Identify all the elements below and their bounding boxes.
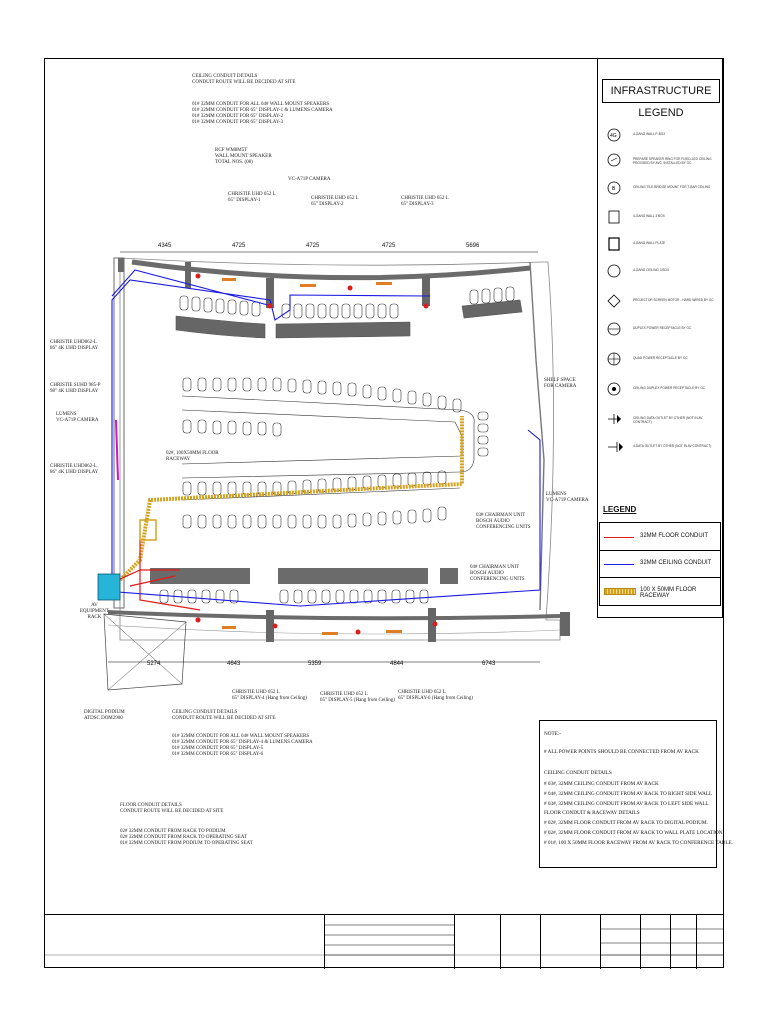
wall-box-icon	[608, 210, 620, 224]
dim-bottom-1: 5274	[147, 661, 161, 667]
dim-bottom-4: 4844	[390, 661, 404, 667]
svg-text:B: B	[612, 186, 616, 192]
drawing-sheet	[44, 58, 724, 968]
legend-item: CEILING DUPLEX POWER RECEPTACLE BY GC	[603, 379, 719, 399]
legend-item: 4-GANG WALL PLATE	[603, 234, 719, 254]
note-conduit-list: 01# 32MM CONDUIT FOR ALL 04# WALL MOUNT …	[192, 102, 333, 125]
legend-ceiling-conduit: 32MM CEILING CONDUIT	[600, 550, 720, 578]
dim-bottom-3: 5359	[308, 661, 322, 667]
speaker-ring-icon	[607, 153, 621, 167]
note-shelf: SHELF SPACE FOR CAMERA	[544, 378, 577, 389]
notes-c1: # 03#, 32MM CEILING CONDUIT FROM AV RACK	[544, 781, 659, 787]
dim-top-2: 4725	[232, 243, 246, 249]
notes-c3: # 03#, 32MM CEILING CONDUIT FROM AV RACK…	[544, 801, 709, 807]
legend-item: 4-GANG CEILING 3 BOX	[603, 261, 719, 281]
legend-item: PREPARE SPEAKER RING FOR FIXED-LED CEILI…	[603, 150, 719, 170]
conduit-legend: 32MM FLOOR CONDUIT 32MM CEILING CONDUIT …	[599, 522, 721, 606]
notes-floor-head: FLOOR CONDUIT & RACEWAY DETAILS	[544, 810, 640, 816]
note-display3: CHRISTIE UHD 652 L 65" DISPLAY-3	[401, 196, 449, 207]
quad-receptacle-icon	[607, 352, 621, 366]
title-block-grid	[44, 924, 724, 956]
note-lumens-right: LUMENS VC-A71P CAMERA	[546, 492, 589, 503]
note-uhd862-top: CHRISTIE UHD862-L 86" 4K UHD DISPLAY	[50, 340, 99, 351]
note-raceway: 02#, 100X50MM FLOOR RACEWAY	[166, 451, 219, 462]
dim-top-1: 4345	[158, 243, 172, 249]
legend-title: INFRASTRUCTURE LEGEND	[602, 79, 720, 119]
note-display2: CHRISTIE UHD 652 L 65" DISPLAY-2	[311, 196, 359, 207]
4g-floor-box-icon: 4G	[607, 128, 621, 142]
note-podium: DIGITAL PODIUM ATDSC DOM2900	[84, 710, 125, 721]
note-chairman2: 04# CHAIRMAN UNIT BOSCH AUDIO CONFERENCI…	[470, 565, 525, 582]
note-uhd862-bottom: CHRISTIE UHD862-L 86" 4K UHD DISPLAY	[50, 464, 99, 475]
dim-bottom-2: 4643	[227, 661, 241, 667]
note-display5: CHRISTIE UHD 652 L 65" DISPLAY-5 (Hang f…	[320, 692, 395, 703]
ceiling-tile-icon: B	[607, 181, 621, 195]
legend-floor-conduit: 32MM FLOOR CONDUIT	[600, 523, 720, 551]
note-floor-conduit: FLOOR CONDUIT DETAILS CONDUIT ROUTE WILL…	[120, 803, 224, 814]
legend-item: 4-DATA OUTLET BY OTHER (NOT IN AV CONTRA…	[603, 437, 719, 457]
notes-f2: # 02#, 32MM FLOOR CONDUIT FROM AV RACK T…	[544, 830, 724, 836]
legend-item: QUAD POWER RECEPTACLE BY GC	[603, 349, 719, 369]
legend-heading: LEGEND	[603, 505, 637, 514]
notes-f3: # 01#, 100 X 50MM FLOOR RACEWAY FROM AV …	[544, 840, 733, 846]
data-outlet-icon	[608, 442, 623, 452]
duplex-receptacle-icon	[607, 322, 621, 336]
note-conduit-list-2: 01# 32MM CONDUIT FOR ALL 04# WALL MOUNT …	[172, 734, 313, 757]
note-display6: CHRISTIE UHD 652 L 65" DISPLAY-6 (Hang f…	[398, 690, 473, 701]
note-display1: CHRISTIE UHD 652 L 65" DISPLAY-1	[228, 192, 276, 203]
projector-screen-icon	[607, 294, 621, 308]
note-camera: VC-A71P CAMERA	[288, 177, 331, 182]
ceiling-box-icon	[607, 264, 621, 278]
notes-box: NOTE:- # ALL POWER POINTS SHOULD BE CONN…	[539, 720, 733, 868]
note-suhd: CHRISTIE SUHD 985-P 98" 4K UHD DISPLAY	[50, 383, 101, 394]
legend-item: DUPLEX POWER RECEPTACLE BY GC	[603, 319, 719, 339]
ceiling-data-icon	[608, 414, 621, 424]
legend-item: CEILING DATA OUTLET BY OTHER (NOT IN AV …	[603, 409, 719, 429]
legend-item: PROJECTOR SCREEN MOTOR - HARD-WIRED BY G…	[603, 291, 719, 311]
notes-title: NOTE:-	[544, 731, 561, 737]
wall-plate-icon	[608, 237, 620, 251]
note-display4: CHRISTIE UHD 652 L 65" DISPLAY-4 (Hang f…	[232, 690, 307, 701]
dim-top-5: 5696	[466, 243, 480, 249]
note-ceiling-conduit: CEILING CONDUIT DETAILS CONDUIT ROUTE WI…	[192, 74, 296, 85]
svg-text:4G: 4G	[610, 133, 617, 139]
notes-f1: # 02#, 32MM FLOOR CONDUIT FROM AV RACK T…	[544, 820, 708, 826]
legend-raceway: 100 X 50MM FLOOR RACEWAY	[600, 577, 720, 604]
note-floor-list: 02# 32MM CONDUIT FROM RACK TO PODIUM 02#…	[120, 829, 253, 846]
notes-c2: # 04#, 32MM CEILING CONDUIT FROM AV RACK…	[544, 791, 713, 797]
note-lumens: LUMENS VC-A71P CAMERA	[56, 412, 99, 423]
note-speaker: RCF WM8M5T WALL MOUNT SPEAKER TOTAL NOS.…	[215, 148, 272, 165]
notes-ceiling-head: CEILING CONDUIT DETAILS	[544, 770, 612, 776]
note-chairman1: 03# CHAIRMAN UNIT BOSCH AUDIO CONFERENCI…	[476, 513, 531, 530]
ceiling-duplex-icon	[607, 382, 621, 396]
legend-item: 4-GANG WALL 3 BOX	[603, 207, 719, 227]
title-block	[44, 914, 724, 969]
dim-bottom-5: 6743	[482, 661, 496, 667]
note-ceiling-conduit-2: CEILING CONDUIT DETAILS CONDUIT ROUTE WI…	[172, 710, 276, 721]
dim-top-3: 4725	[306, 243, 320, 249]
dim-top-4: 4725	[382, 243, 396, 249]
notes-power: # ALL POWER POINTS SHOULD BE CONNECTED F…	[544, 749, 699, 755]
note-av-rack: AV EQUIPMENT RACK	[80, 603, 109, 620]
